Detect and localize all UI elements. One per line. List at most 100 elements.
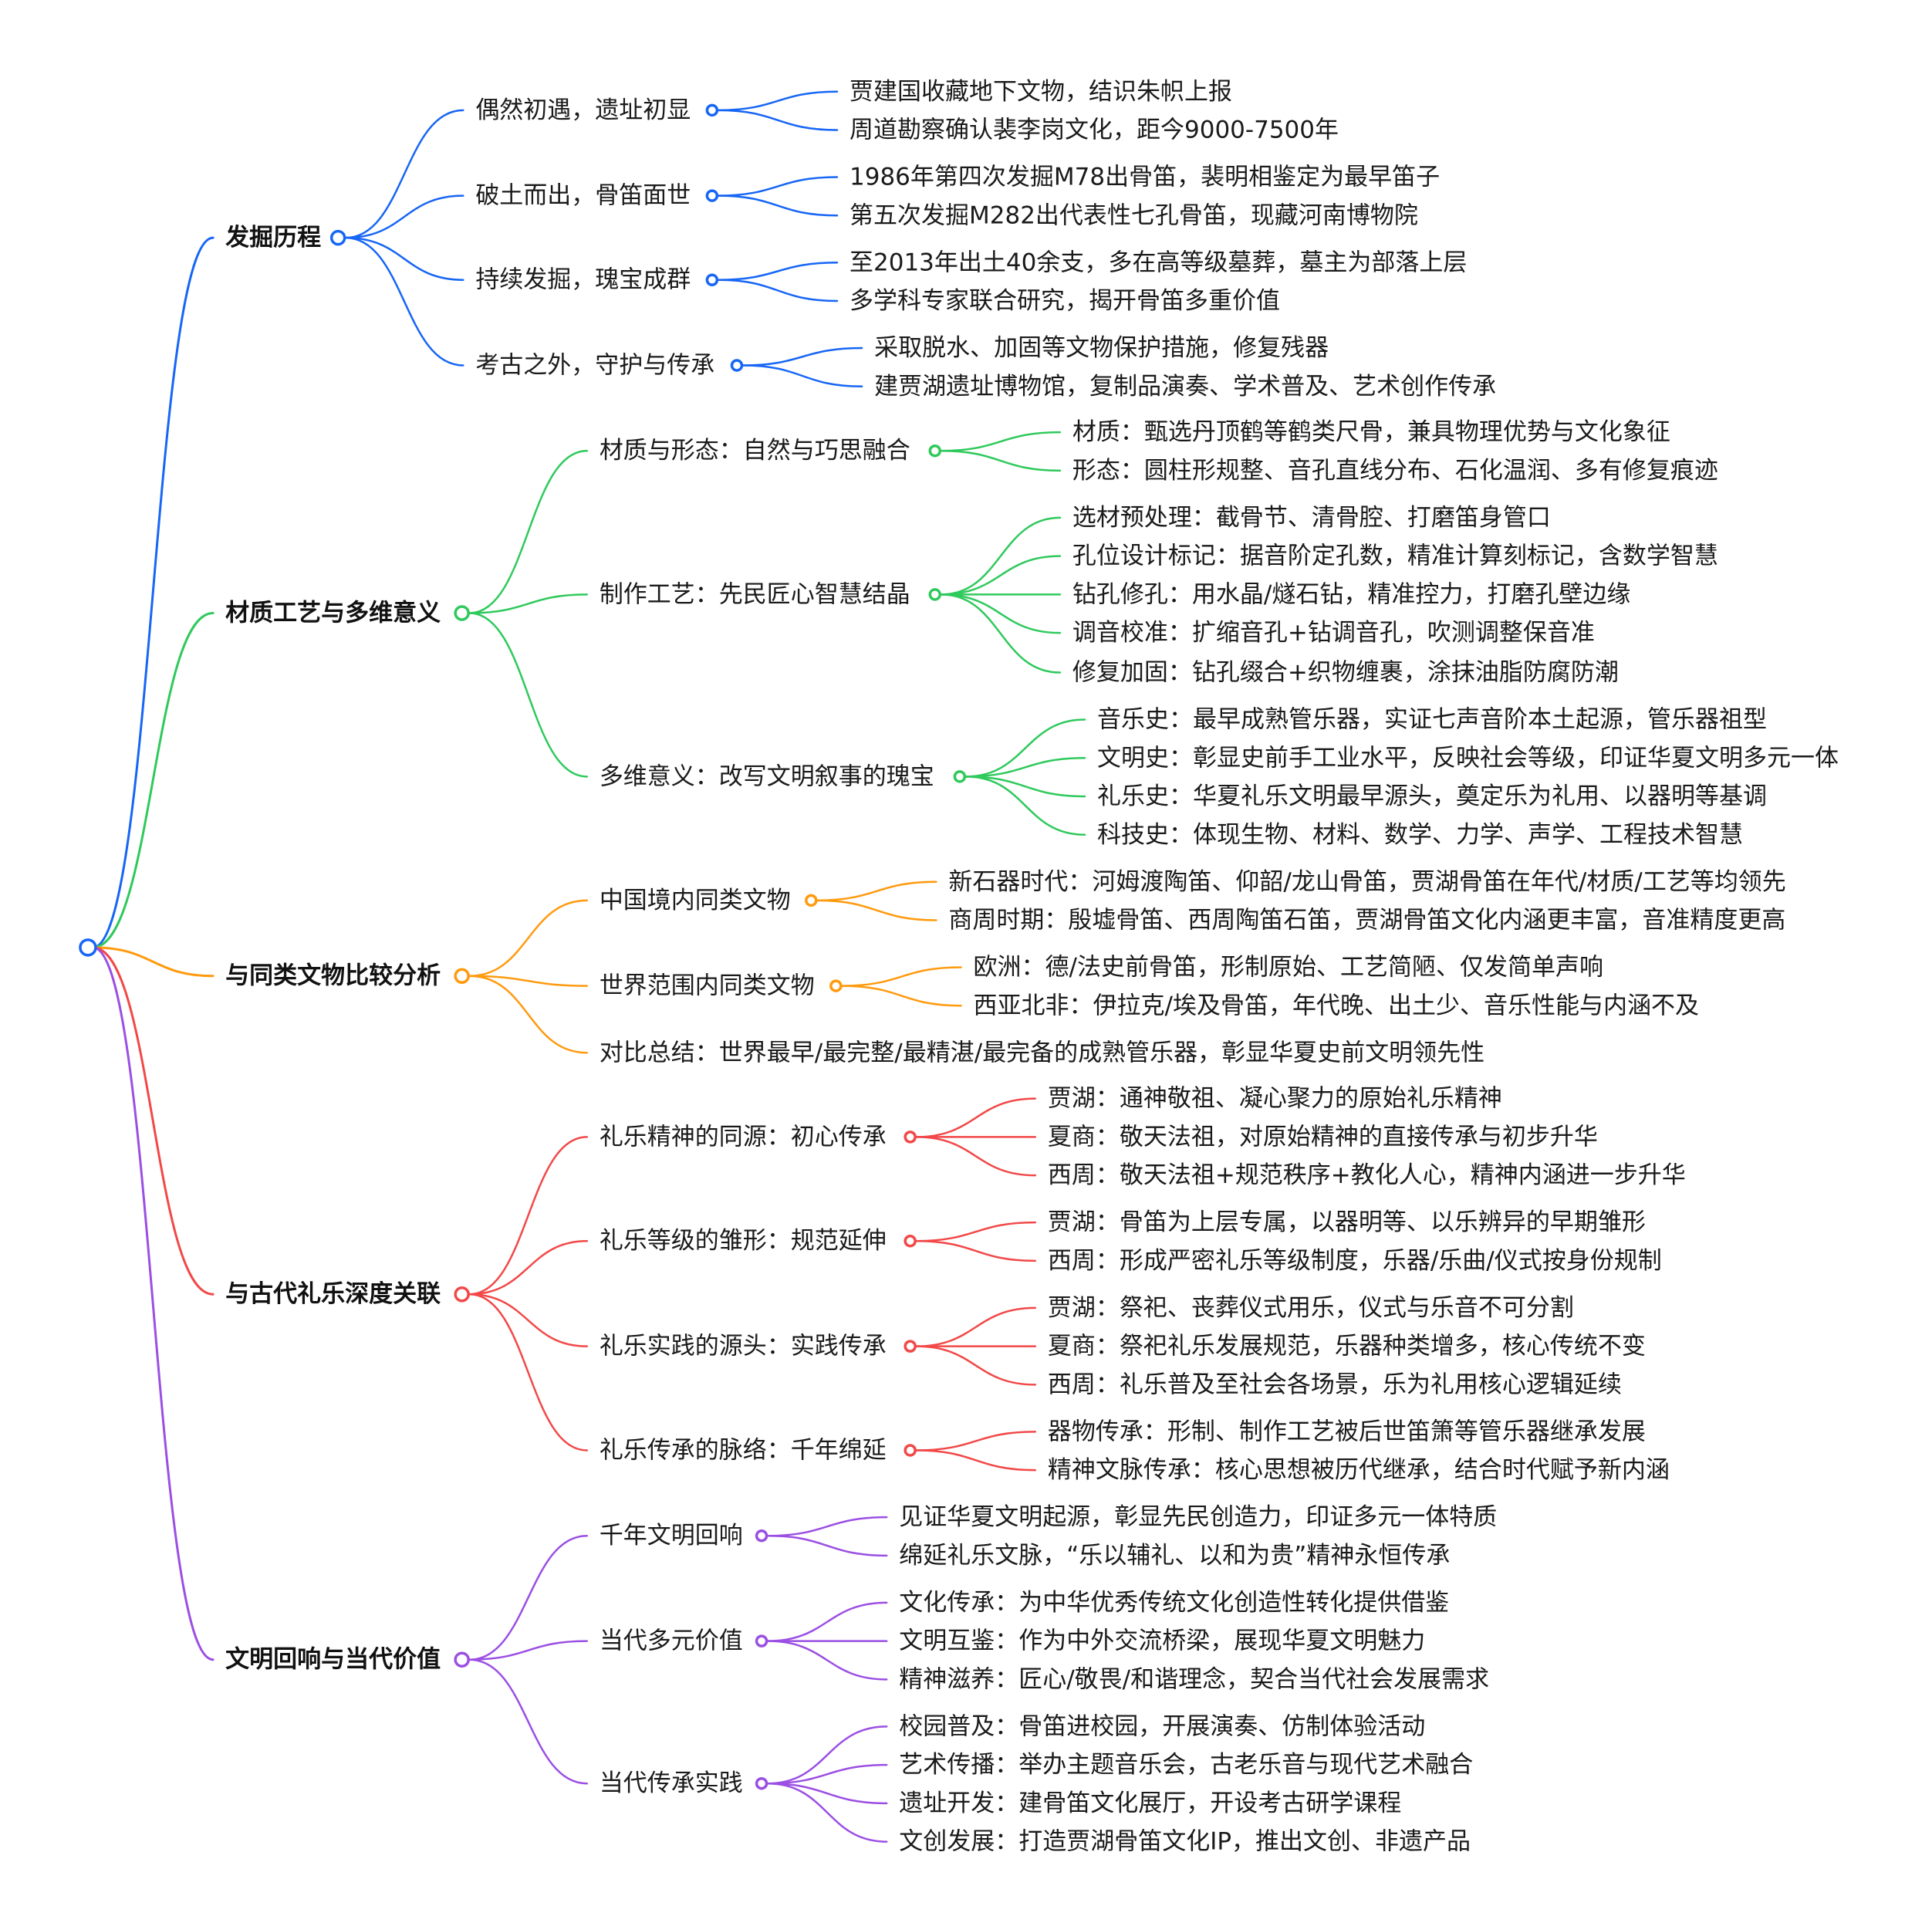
- leaf-connector: [766, 1782, 888, 1805]
- topic-connector: [468, 449, 589, 614]
- leaf-connector: [940, 593, 1062, 674]
- topic-label: 多维意义：改写文明叙事的瑰宝: [600, 762, 934, 790]
- topic-label: 当代传承实践: [600, 1769, 743, 1797]
- branch-connector: [91, 236, 214, 949]
- leaf-connector: [816, 880, 937, 902]
- topic-connector: [468, 612, 589, 778]
- leaf-connector: [940, 431, 1062, 452]
- topic-collapse-toggle[interactable]: [904, 1340, 917, 1353]
- topic-connector: [468, 899, 589, 977]
- branch-connector: [91, 946, 214, 1296]
- leaf-label: 文化传承：为中华优秀传统文化创造性转化提供借鉴: [899, 1589, 1449, 1617]
- leaf-connector: [766, 1763, 888, 1785]
- connector-lines: [91, 90, 1086, 1843]
- topic-collapse-toggle[interactable]: [829, 979, 843, 992]
- branch-collapse-toggle[interactable]: [454, 605, 470, 621]
- leaf-label: 艺术传播：举办主题音乐会，古老乐音与现代艺术融合: [899, 1751, 1473, 1779]
- topic-collapse-toggle[interactable]: [904, 1444, 917, 1457]
- topic-collapse-toggle[interactable]: [904, 1234, 917, 1248]
- topic-collapse-toggle[interactable]: [730, 359, 744, 372]
- leaf-label: 夏商：祭祀礼乐发展规范，乐器种类增多，核心传统不变: [1048, 1333, 1646, 1360]
- branch-collapse-toggle[interactable]: [329, 229, 346, 246]
- topic-collapse-toggle[interactable]: [953, 770, 967, 783]
- topic-collapse-toggle[interactable]: [705, 189, 719, 202]
- leaf-label: 新石器时代：河姆渡陶笛、仰韶/龙山骨笛，贾湖骨笛在年代/材质/工艺等均领先: [948, 868, 1785, 896]
- topic-connector: [468, 1534, 589, 1661]
- branch-label: 发掘历程: [225, 224, 321, 252]
- branch-connector: [91, 946, 214, 978]
- leaf-label: 多学科专家联合研究，揭开骨笛多重价值: [849, 287, 1280, 315]
- branch-connector: [91, 946, 214, 1661]
- branch-collapse-toggle[interactable]: [454, 1286, 470, 1303]
- topic-collapse-toggle[interactable]: [705, 273, 719, 286]
- leaf-connector: [940, 555, 1062, 596]
- topic-connector: [344, 109, 464, 239]
- leaf-label: 见证华夏文明起源，彰显先民创造力，印证多元一体特质: [899, 1503, 1497, 1531]
- leaf-label: 1986年第四次发掘M78出骨笛，裴明相鉴定为最早笛子: [849, 164, 1440, 191]
- leaf-label: 贾建国收藏地下文物，结识朱帜上报: [849, 78, 1232, 106]
- leaf-label: 至2013年出土40余支，多在高等级墓葬，墓主为部落上层: [849, 248, 1467, 276]
- leaf-label: 精神滋养：匠心/敬畏/和谐理念，契合当代社会发展需求: [899, 1665, 1489, 1693]
- leaf-label: 调音校准：扩缩音孔+钻调音孔，吹测调整保音准: [1072, 619, 1595, 647]
- leaf-connector: [717, 109, 839, 131]
- topic-connector: [344, 236, 464, 281]
- leaf-connector: [717, 262, 839, 281]
- leaf-label: 文创发展：打造贾湖骨笛文化IP，推出文创、非遗产品: [899, 1828, 1471, 1856]
- leaf-connector: [915, 1449, 1037, 1472]
- leaf-connector: [940, 449, 1062, 472]
- nodes: 发掘历程偶然初遇，遗址初显贾建国收藏地下文物，结识朱帜上报周道勘察确认裴李岗文化…: [79, 78, 1839, 1856]
- leaf-label: 贾湖：祭祀、丧葬仪式用乐，仪式与乐音不可分割: [1048, 1294, 1574, 1322]
- leaf-connector: [766, 1782, 888, 1843]
- branch-connector: [91, 611, 214, 949]
- leaf-connector: [964, 757, 1086, 778]
- topic-collapse-toggle[interactable]: [904, 1130, 917, 1144]
- leaf-connector: [915, 1345, 1037, 1386]
- topic-collapse-toggle[interactable]: [755, 1634, 768, 1648]
- leaf-label: 西亚北非：伊拉克/埃及骨笛，年代晚、出土少、音乐性能与内涵不及: [974, 992, 1699, 1019]
- leaf-connector: [766, 1601, 888, 1642]
- topic-label: 持续发掘，瑰宝成群: [475, 266, 691, 294]
- topic-collapse-toggle[interactable]: [705, 103, 719, 117]
- topic-collapse-toggle[interactable]: [755, 1776, 768, 1790]
- leaf-connector: [766, 1725, 888, 1785]
- leaf-connector: [915, 1097, 1037, 1138]
- leaf-label: 文明史：彰显史前手工业水平，反映社会等级，印证华夏文明多元一体: [1097, 744, 1839, 772]
- leaf-label: 西周：形成严密礼乐等级制度，乐器/乐曲/仪式按身份规制: [1048, 1247, 1662, 1275]
- leaf-connector: [717, 90, 839, 112]
- topic-label: 材质与形态：自然与巧思融合: [600, 437, 910, 465]
- leaf-label: 建贾湖遗址博物馆，复制品演奏、学术普及、艺术创作传承: [874, 373, 1496, 400]
- leaf-connector: [717, 176, 839, 197]
- leaf-connector: [915, 1221, 1037, 1242]
- leaf-connector: [964, 776, 1086, 836]
- branch-collapse-toggle[interactable]: [454, 1651, 470, 1668]
- leaf-label: 绵延礼乐文脉，“乐以辅礼、以和为贵”精神永恒传承: [899, 1542, 1450, 1570]
- leaf-label: 遗址开发：建骨笛文化展厅，开设考古研学课程: [899, 1790, 1401, 1817]
- topic-collapse-toggle[interactable]: [928, 444, 942, 458]
- topic-connector: [468, 975, 589, 1054]
- leaf-connector: [915, 1431, 1037, 1452]
- topic-collapse-toggle[interactable]: [928, 588, 942, 601]
- branch-collapse-toggle[interactable]: [454, 968, 470, 984]
- root-node[interactable]: [79, 938, 97, 957]
- leaf-connector: [816, 899, 937, 921]
- leaf-connector: [741, 364, 863, 388]
- topic-label: 对比总结：世界最早/最完整/最精湛/最完备的成熟管乐器，彰显华夏史前文明领先性: [600, 1039, 1484, 1066]
- leaf-connector: [940, 593, 1062, 634]
- topic-collapse-toggle[interactable]: [805, 894, 818, 907]
- leaf-label: 科技史：体现生物、材料、数学、力学、声学、工程技术智慧: [1097, 821, 1743, 849]
- leaf-label: 材质：甄选丹顶鹤等鹤类尺骨，兼具物理优势与文化象征: [1072, 418, 1670, 446]
- leaf-connector: [766, 1534, 888, 1557]
- branch-label: 与同类文物比较分析: [225, 962, 441, 990]
- leaf-label: 钻孔修孔：用水晶/燧石钻，精准控力，打磨孔壁边缘: [1072, 580, 1630, 608]
- leaf-connector: [915, 1239, 1037, 1262]
- topic-collapse-toggle[interactable]: [755, 1529, 768, 1543]
- leaf-label: 贾湖：骨笛为上层专属，以器明等、以乐辨异的早期雏形: [1048, 1208, 1646, 1236]
- topic-label: 礼乐实践的源头：实践传承: [600, 1333, 887, 1360]
- topic-label: 中国境内同类文物: [600, 887, 791, 914]
- leaf-connector: [964, 776, 1086, 798]
- topic-connector: [344, 236, 464, 367]
- leaf-connector: [915, 1136, 1037, 1177]
- leaf-connector: [964, 718, 1086, 778]
- leaf-label: 西周：礼乐普及至社会各场景，乐为礼用核心逻辑延续: [1048, 1370, 1622, 1398]
